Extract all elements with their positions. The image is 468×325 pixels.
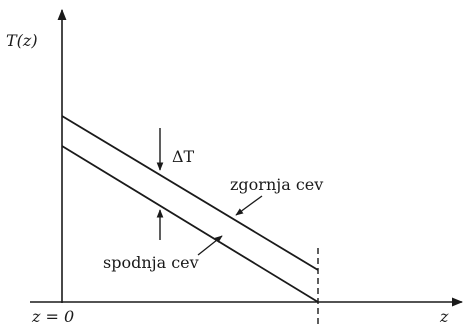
lower-pipe-label: spodnja cev [103, 253, 199, 272]
upper-pipe-line [61, 115, 319, 271]
lower-pipe-pointer [197, 235, 223, 256]
y-axis-label: T(z) [6, 31, 38, 50]
upper-pipe-label: zgornja cev [230, 175, 323, 194]
delta-t-label: ΔT [172, 147, 195, 166]
upper-pipe-pointer [235, 195, 263, 216]
lower-pipe-line [61, 145, 319, 303]
x-axis-label: z [439, 307, 449, 325]
origin-label: z = 0 [31, 307, 74, 325]
